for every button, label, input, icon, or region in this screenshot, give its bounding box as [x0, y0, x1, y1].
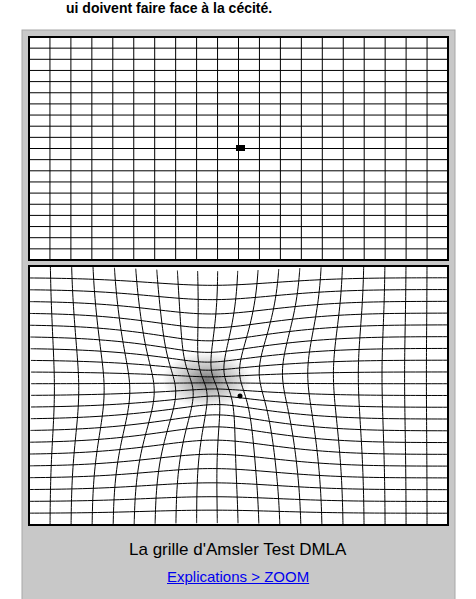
scotoma [162, 352, 252, 408]
grid-line [71, 267, 79, 525]
grid-line [29, 469, 448, 478]
fixation-dot [238, 394, 243, 399]
grid-frame [29, 37, 448, 260]
grid-line [29, 215, 448, 216]
grid-frame [29, 266, 448, 525]
grid-line [29, 126, 448, 127]
grid-line [29, 159, 448, 160]
grid-line [29, 181, 448, 182]
grid-line [333, 267, 343, 525]
figure-caption: La grille d'Amsler Test DMLA [129, 540, 346, 560]
grid-line [29, 510, 448, 513]
grid-line [29, 204, 448, 205]
grid-line [29, 115, 448, 116]
grid-line [29, 92, 448, 93]
grid-line [308, 267, 322, 524]
grid-line [29, 170, 448, 171]
distorted-grid [29, 266, 448, 525]
grid-line [29, 290, 447, 300]
grid-line [30, 454, 448, 466]
grid-line [92, 267, 104, 525]
cut-text: ui doivent faire face à la cécité. [66, 0, 272, 16]
grid-line [29, 278, 448, 286]
grid-line [358, 266, 364, 524]
grid-line [29, 81, 448, 82]
grid-line [29, 48, 448, 49]
grid-line [30, 440, 448, 454]
grid-ground [29, 266, 448, 525]
grid-line [29, 193, 448, 194]
grid-line [29, 103, 448, 104]
grid-line [30, 427, 448, 443]
grid-line [29, 497, 448, 502]
grid-line [29, 137, 448, 138]
grid-line [29, 59, 448, 60]
grid-line [29, 237, 448, 238]
panel [22, 30, 455, 599]
link-text: Explications > ZOOM [167, 568, 309, 586]
grid-line [30, 301, 448, 314]
normal-grid [29, 37, 448, 260]
grid-line [29, 70, 448, 71]
grid-line [30, 337, 447, 353]
grid-line [29, 483, 448, 490]
grid-line [29, 226, 448, 227]
fixation-dot [236, 145, 245, 151]
grid-line [30, 325, 448, 341]
grid-line [29, 248, 448, 249]
